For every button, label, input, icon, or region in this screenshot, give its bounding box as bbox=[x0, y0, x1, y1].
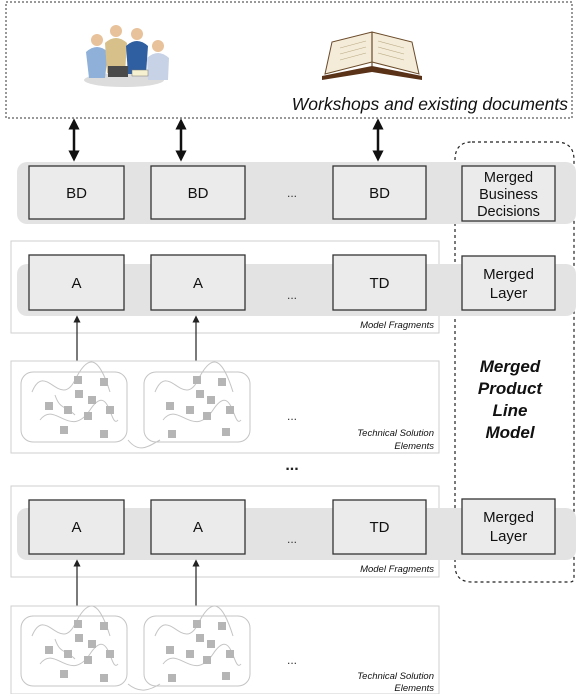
a-box-1-label: A bbox=[71, 275, 81, 292]
merged-product-line-model-title: Merged Product Line Model bbox=[478, 357, 544, 442]
layer-row-2: A A ... TD Model Fragments Merged Layer bbox=[28, 498, 556, 575]
a-box-3-label: A bbox=[71, 519, 81, 536]
solution-cluster-1b bbox=[127, 361, 251, 449]
a-box-2-label: A bbox=[193, 275, 203, 292]
technical-solution-caption-2-line-1: Technical Solution bbox=[357, 671, 434, 682]
technical-solution-caption-2-line-2: Elements bbox=[394, 683, 434, 694]
svg-text:Merged: Merged bbox=[480, 357, 541, 376]
header-arrows bbox=[68, 118, 384, 162]
merged-layer-box-1[interactable] bbox=[461, 255, 556, 311]
model-fragments-caption-2: Model Fragments bbox=[360, 564, 434, 575]
merged-layer-1-line-2: Layer bbox=[490, 285, 528, 302]
technical-solution-caption-1-line-1: Technical Solution bbox=[357, 428, 434, 439]
layer-2-ellipsis: ... bbox=[287, 532, 297, 546]
fragment-arrows-1 bbox=[73, 315, 200, 372]
solution-cluster-2a bbox=[20, 605, 128, 687]
td-box-2-label: TD bbox=[370, 519, 390, 536]
a-box-3[interactable] bbox=[28, 499, 125, 555]
merged-business-decisions-box[interactable] bbox=[461, 165, 556, 222]
svg-text:Product: Product bbox=[478, 379, 544, 398]
merged-layer-2-line-1: Merged bbox=[483, 509, 534, 526]
solution-panel-1 bbox=[10, 360, 440, 454]
solution-2-ellipsis: ... bbox=[287, 653, 297, 667]
merged-layer-1-line-1: Merged bbox=[483, 266, 534, 283]
a-box-4-label: A bbox=[193, 519, 203, 536]
a-box-1[interactable] bbox=[28, 254, 125, 311]
bd-box-1-label: BD bbox=[66, 185, 87, 202]
workshops-caption: Workshops and existing documents bbox=[292, 94, 568, 114]
svg-text:Model: Model bbox=[485, 423, 535, 442]
td-box-1-label: TD bbox=[370, 275, 390, 292]
bd-box-2[interactable] bbox=[150, 165, 246, 220]
merged-product-line-model-region bbox=[454, 141, 575, 583]
bd-box-1[interactable] bbox=[28, 165, 125, 220]
business-row: BD BD ... BD Merged Business Decisions bbox=[28, 165, 556, 222]
merged-layer-2-line-2: Layer bbox=[490, 528, 528, 545]
a-box-2[interactable] bbox=[150, 254, 246, 311]
a-box-4[interactable] bbox=[150, 499, 246, 555]
bd-ellipsis: ... bbox=[287, 186, 297, 200]
solution-cluster-1a bbox=[20, 361, 128, 443]
open-book-icon bbox=[322, 31, 422, 80]
middle-ellipsis: ... bbox=[285, 457, 298, 474]
bd-box-3-label: BD bbox=[369, 185, 390, 202]
solution-cluster-2b bbox=[127, 605, 251, 691]
layer-row-1: A A ... TD Model Fragments Merged Layer bbox=[28, 254, 556, 331]
merged-business-line-3: Decisions bbox=[477, 204, 540, 220]
people-meeting-icon bbox=[84, 25, 169, 87]
merged-layer-box-2[interactable] bbox=[461, 498, 556, 555]
svg-text:Line: Line bbox=[493, 401, 528, 420]
bd-box-3[interactable] bbox=[332, 165, 427, 220]
model-fragments-caption-1: Model Fragments bbox=[360, 320, 434, 331]
td-box-2[interactable] bbox=[332, 499, 427, 555]
merged-business-line-1: Merged bbox=[484, 170, 533, 186]
solution-1-ellipsis: ... bbox=[287, 409, 297, 423]
merged-business-line-2: Business bbox=[479, 187, 538, 203]
td-box-1[interactable] bbox=[332, 254, 427, 311]
technical-solution-caption-1-line-2: Elements bbox=[394, 441, 434, 452]
bd-box-2-label: BD bbox=[188, 185, 209, 202]
layer-1-ellipsis: ... bbox=[287, 288, 297, 302]
